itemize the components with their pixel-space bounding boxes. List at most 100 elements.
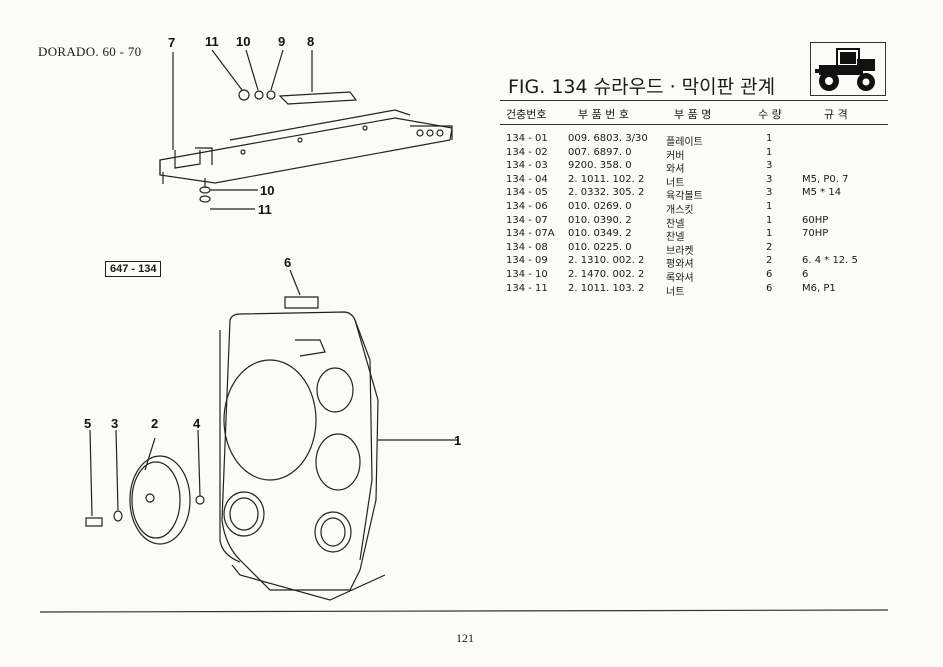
part-name-cell: 브라켓 bbox=[666, 245, 694, 257]
callout-4: 4 bbox=[193, 416, 201, 431]
spec-cell: 70HP bbox=[802, 228, 829, 240]
col-header-qty: 수 량 bbox=[758, 108, 782, 121]
part-code-cell: 010. 0390. 2 bbox=[568, 214, 632, 226]
table-row: 134 - 08 010. 0225. 0 브라켓 2 bbox=[500, 241, 890, 257]
quantity-cell: 1 bbox=[766, 133, 773, 144]
part-name-cell: 커버 bbox=[666, 150, 685, 162]
quantity-cell: 6 bbox=[766, 268, 773, 280]
table-row: 134 - 07A 010. 0349. 2 찬넬 1 70HP bbox=[500, 228, 890, 244]
part-name-cell: 플레이트 bbox=[666, 137, 703, 148]
title-rule bbox=[500, 100, 888, 101]
callout-1: 1 bbox=[454, 433, 461, 448]
part-number-cell: 134 - 10 bbox=[506, 268, 548, 280]
part-code-cell: 2. 1011. 103. 2 bbox=[568, 282, 645, 294]
quantity-cell: 1 bbox=[766, 146, 773, 158]
part-code-cell: 010. 0349. 2 bbox=[568, 228, 632, 240]
quantity-cell: 3 bbox=[766, 187, 773, 199]
table-row: 134 - 07 010. 0390. 2 찬넬 1 60HP bbox=[500, 214, 890, 230]
table-row: 134 - 11 2. 1011. 103. 2 너트 6 M6, P1 bbox=[500, 282, 890, 298]
part-number-cell: 134 - 07 bbox=[506, 214, 548, 226]
washer-part bbox=[113, 510, 123, 522]
part-name-cell: 와셔 bbox=[666, 164, 685, 176]
part-name-cell: 찬넬 bbox=[666, 218, 685, 230]
quantity-cell: 3 bbox=[766, 160, 773, 172]
callout-10-lower: 10 bbox=[260, 183, 274, 198]
part-code-cell: 9200. 358. 0 bbox=[568, 160, 632, 172]
nut-part-4 bbox=[195, 495, 205, 505]
spec-cell: 60HP bbox=[802, 214, 829, 226]
nut-part bbox=[238, 89, 250, 101]
quantity-cell: 2 bbox=[766, 241, 773, 253]
table-row: 134 - 05 2. 0332. 305. 2 육각볼트 3 M5 * 14 bbox=[500, 187, 890, 203]
part-name-cell: 너트 bbox=[666, 177, 685, 189]
part-number-cell: 134 - 09 bbox=[506, 255, 548, 267]
part-name-cell: 너트 bbox=[666, 286, 685, 298]
bracket-part bbox=[174, 150, 201, 169]
part-number-cell: 134 - 04 bbox=[506, 173, 548, 185]
part-code-cell: 007. 6897. 0 bbox=[568, 146, 632, 158]
part-code-cell: 010. 0269. 0 bbox=[568, 200, 632, 212]
callout-7: 7 bbox=[168, 35, 175, 50]
part-code-cell: 009. 6803. 3/30 bbox=[568, 133, 648, 144]
part-number-cell: 134 - 08 bbox=[506, 241, 548, 253]
part-code-cell: 2. 1470. 002. 2 bbox=[568, 268, 645, 280]
part-name-cell: 평와셔 bbox=[666, 259, 694, 271]
channel-part bbox=[159, 117, 453, 184]
spec-cell: 6 bbox=[802, 268, 809, 280]
spec-cell: 6. 4 * 12. 5 bbox=[802, 255, 858, 267]
part-number-cell: 134 - 02 bbox=[506, 146, 548, 158]
cover-plate bbox=[129, 455, 191, 545]
table-row: 134 - 09 2. 1310. 002. 2 평와셔 2 6. 4 * 12. 5 bbox=[500, 255, 890, 271]
part-number-cell: 134 - 05 bbox=[506, 187, 548, 199]
page-number: 121 bbox=[456, 631, 474, 645]
quantity-cell: 1 bbox=[766, 228, 773, 240]
part-number-cell: 134 - 03 bbox=[506, 160, 548, 172]
callout-10: 10 bbox=[236, 34, 250, 49]
part-name-cell: 육각볼트 bbox=[666, 191, 703, 203]
header-rule bbox=[500, 124, 888, 125]
part-number-cell: 134 - 06 bbox=[506, 200, 548, 212]
quantity-cell: 1 bbox=[766, 200, 773, 212]
col-header-name: 부 품 명 bbox=[674, 108, 712, 121]
table-row: 134 - 10 2. 1470. 002. 2 록와셔 6 6 bbox=[500, 268, 890, 284]
quantity-cell: 6 bbox=[766, 282, 773, 294]
callout-3: 3 bbox=[111, 416, 118, 431]
bolt-part bbox=[85, 517, 103, 527]
gasket-part bbox=[278, 91, 358, 105]
callout-2: 2 bbox=[151, 416, 158, 431]
callout-11: 11 bbox=[205, 34, 219, 49]
quantity-cell: 3 bbox=[766, 173, 773, 185]
col-header-spec: 규 격 bbox=[824, 108, 848, 121]
callout-11-lower: 11 bbox=[258, 202, 272, 217]
part-name-cell: 찬넬 bbox=[666, 232, 685, 244]
callout-5: 5 bbox=[84, 416, 91, 431]
quantity-cell: 1 bbox=[766, 214, 773, 226]
callout-8: 8 bbox=[307, 34, 314, 49]
model-name: DORADO. 60 - 70 bbox=[38, 44, 142, 59]
figure-title: FIG. 134 슈라우드 · 막이판 관계 bbox=[508, 76, 776, 98]
part-name-cell: 개스킷 bbox=[666, 204, 694, 216]
col-header-no: 건충번호 bbox=[506, 108, 547, 121]
part-number-cell: 134 - 11 bbox=[506, 282, 548, 294]
spec-cell: M6, P1 bbox=[802, 282, 836, 294]
table-row: 134 - 02 007. 6897. 0 커버 1 bbox=[500, 146, 890, 162]
quantity-cell: 2 bbox=[766, 255, 773, 267]
part-code-cell: 2. 0332. 305. 2 bbox=[568, 187, 645, 199]
parts-table: 134 - 01 009. 6803. 3/30 플레이트 1 134 - 02 007.… bbox=[500, 133, 890, 298]
shroud-strip-part bbox=[284, 296, 319, 309]
table-row: 134 - 06 010. 0269. 0 개스킷 1 bbox=[500, 200, 890, 216]
tractor-icon bbox=[815, 48, 875, 91]
spec-cell: M5 * 14 bbox=[802, 187, 842, 199]
large-opening bbox=[223, 359, 317, 481]
part-code-cell: 2. 1310. 002. 2 bbox=[568, 255, 645, 267]
part-name-cell: 록와셔 bbox=[666, 272, 694, 284]
part-number-cell: 134 - 07A bbox=[506, 228, 555, 240]
spec-cell: M5, P0. 7 bbox=[802, 173, 849, 185]
part-number-cell: 134 - 01 bbox=[506, 133, 548, 144]
callout-6: 6 bbox=[284, 255, 291, 270]
part-code-cell: 010. 0225. 0 bbox=[568, 241, 632, 253]
callout-9: 9 bbox=[278, 34, 285, 49]
